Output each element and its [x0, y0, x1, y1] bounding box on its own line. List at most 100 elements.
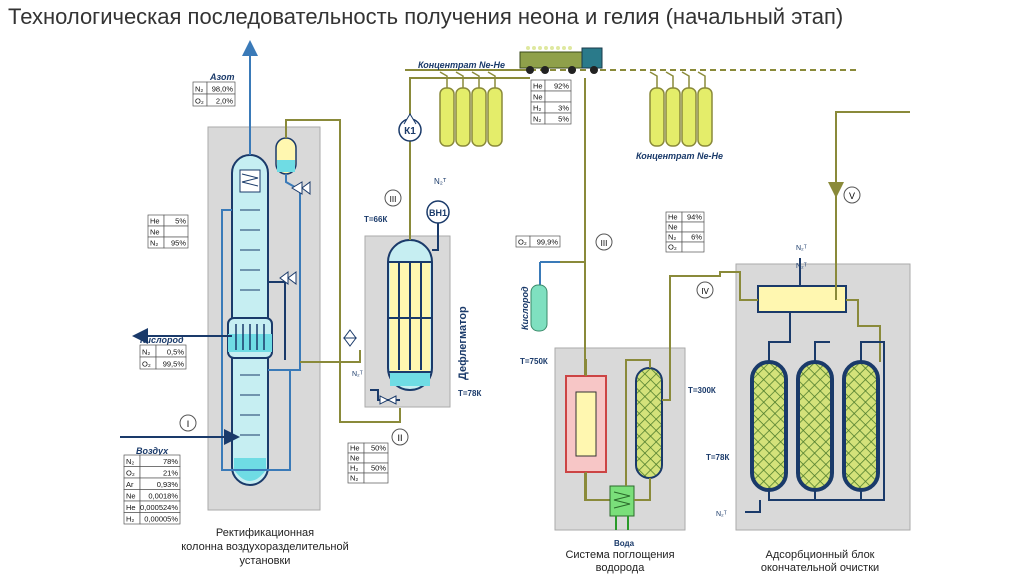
table-cell-label: O₂ [518, 238, 527, 247]
table-cell-label: Ne [533, 93, 543, 102]
svg-text:V: V [849, 191, 855, 201]
table-cell-label: Ne [668, 223, 678, 232]
control-valve-1 [291, 181, 311, 195]
table-cell-label: He [150, 217, 160, 226]
table-cell-label: He [668, 213, 678, 222]
table-cell-label: N₂ [350, 474, 358, 483]
table-cell-value: 0,00005% [144, 515, 178, 524]
caption-hydrogen-1: Система поглощения [565, 549, 674, 561]
caption-adsorb-2: окончательной очистки [761, 562, 879, 574]
label-vozduh: Воздух [136, 446, 169, 456]
table-cell-value: 5% [175, 217, 186, 226]
table-cell-value: 3% [558, 104, 569, 113]
table-cell-value: 21% [163, 469, 178, 478]
vn1-label: ВН1 [429, 208, 447, 218]
table-cell-label: Ar [126, 480, 134, 489]
control-valve-2 [279, 271, 297, 285]
table-cell-value: 78% [163, 457, 178, 466]
table-cell-label: H₂ [350, 464, 358, 473]
table-cell-label: N₂ [668, 233, 676, 242]
svg-text:III: III [390, 195, 397, 204]
table-cell-value: 0,0018% [148, 492, 178, 501]
label-concentrate-right: Концентрат Ne-He [636, 151, 723, 161]
marker-V: V [843, 186, 861, 204]
table-cell-label: O₂ [668, 243, 677, 252]
table-cell-value: 95% [171, 239, 186, 248]
caption-column-3: установки [240, 555, 291, 567]
table-cell-value: 50% [371, 444, 386, 453]
table-cell-value: 0,5% [167, 348, 184, 357]
table-cell-label: N₂ [150, 239, 158, 248]
marker-III-b: III [595, 233, 613, 251]
table-cell-label: H₂ [533, 104, 541, 113]
table-cell-label: Ne [126, 492, 136, 501]
label-t750: Т=750К [520, 357, 548, 366]
valve-bottom [379, 395, 397, 405]
label-kislorod: Кислород [140, 335, 184, 345]
table-cell-label: O₂ [195, 97, 204, 106]
label-t66: Т=66К [364, 215, 387, 224]
hydrogen-reactor [565, 375, 607, 473]
table-cell-value: 6% [691, 233, 702, 242]
label-concentrate-top: Концентрат Ne-He [418, 60, 505, 70]
table-cell-label: He [126, 503, 136, 512]
label-t78b: Т=78К [706, 453, 729, 462]
table-cell-value: 98,0% [212, 85, 234, 94]
marker-IV: IV [696, 281, 714, 299]
caption-column-2: колонна воздухоразделительной [181, 541, 349, 553]
composition-table-o2: O₂ 99,9% [515, 235, 561, 248]
table-cell-value: 94% [687, 213, 702, 222]
n2-label-c: N₂ᵀ [796, 245, 807, 252]
label-kislorod-side: Кислород [520, 286, 530, 330]
cylinders-top [405, 69, 860, 147]
table-cell-label: N₂ [126, 457, 134, 466]
table-cell-value: 92% [554, 82, 569, 91]
table-cell-label: O₂ [126, 469, 135, 478]
table-cell-label: H₂ [126, 515, 134, 524]
deflegmator-vessel [387, 239, 433, 391]
marker-III-a: III [384, 189, 402, 207]
table-cell-label: N₂ [533, 115, 541, 124]
table-cell-label: N₂ [195, 85, 203, 94]
table-cell-value: 5% [558, 115, 569, 124]
table-cell-value: 99,5% [163, 360, 185, 369]
pump-vn1: ВН1 [426, 200, 450, 224]
oxygen-cylinder [530, 284, 548, 332]
table-cell-label: He [350, 444, 360, 453]
table-cell-value: 0,93% [157, 480, 179, 489]
svg-text:IV: IV [701, 287, 709, 296]
table-cell-label: N₂ [142, 348, 150, 357]
caption-column-1: Ректификационная [216, 527, 314, 539]
svg-text:I: I [187, 419, 190, 429]
caption-adsorb-1: Адсорбционный блок [765, 549, 874, 561]
adsorb-top-vessel [757, 285, 847, 313]
n2-label-a: N₂ᵀ [434, 177, 447, 186]
page-title: Технологическая последовательность получ… [8, 4, 844, 29]
label-voda: Вода [614, 539, 635, 548]
marker-II: II [391, 428, 409, 446]
truck-icon [519, 46, 603, 74]
k1-label: К1 [404, 126, 416, 137]
table-cell-value: 0,000524% [140, 503, 178, 512]
table-cell-label: Ne [350, 454, 360, 463]
caption-hydrogen-2: водорода [596, 562, 646, 574]
hydrogen-adsorber [635, 367, 663, 479]
table-cell-label: Ne [150, 228, 160, 237]
cylinders-right [649, 71, 713, 147]
table-cell-label: He [533, 82, 543, 91]
label-t300: Т=300К [688, 386, 716, 395]
table-cell-label: O₂ [142, 360, 151, 369]
label-deflegmator: Дефлегматор [457, 306, 469, 380]
water-cooler [609, 485, 635, 517]
svg-text:III: III [601, 239, 608, 248]
rectification-column [227, 154, 273, 486]
composition-table-vozduh: N₂ 78% O₂ 21% Ar 0,93% Ne 0,0018% He 0,000524% H₂ 0… [123, 454, 181, 525]
table-cell-value: 99,9% [537, 238, 559, 247]
marker-I: I [179, 414, 197, 432]
label-t78a: Т=78К [458, 389, 481, 398]
table-cell-value: 2,0% [216, 97, 233, 106]
